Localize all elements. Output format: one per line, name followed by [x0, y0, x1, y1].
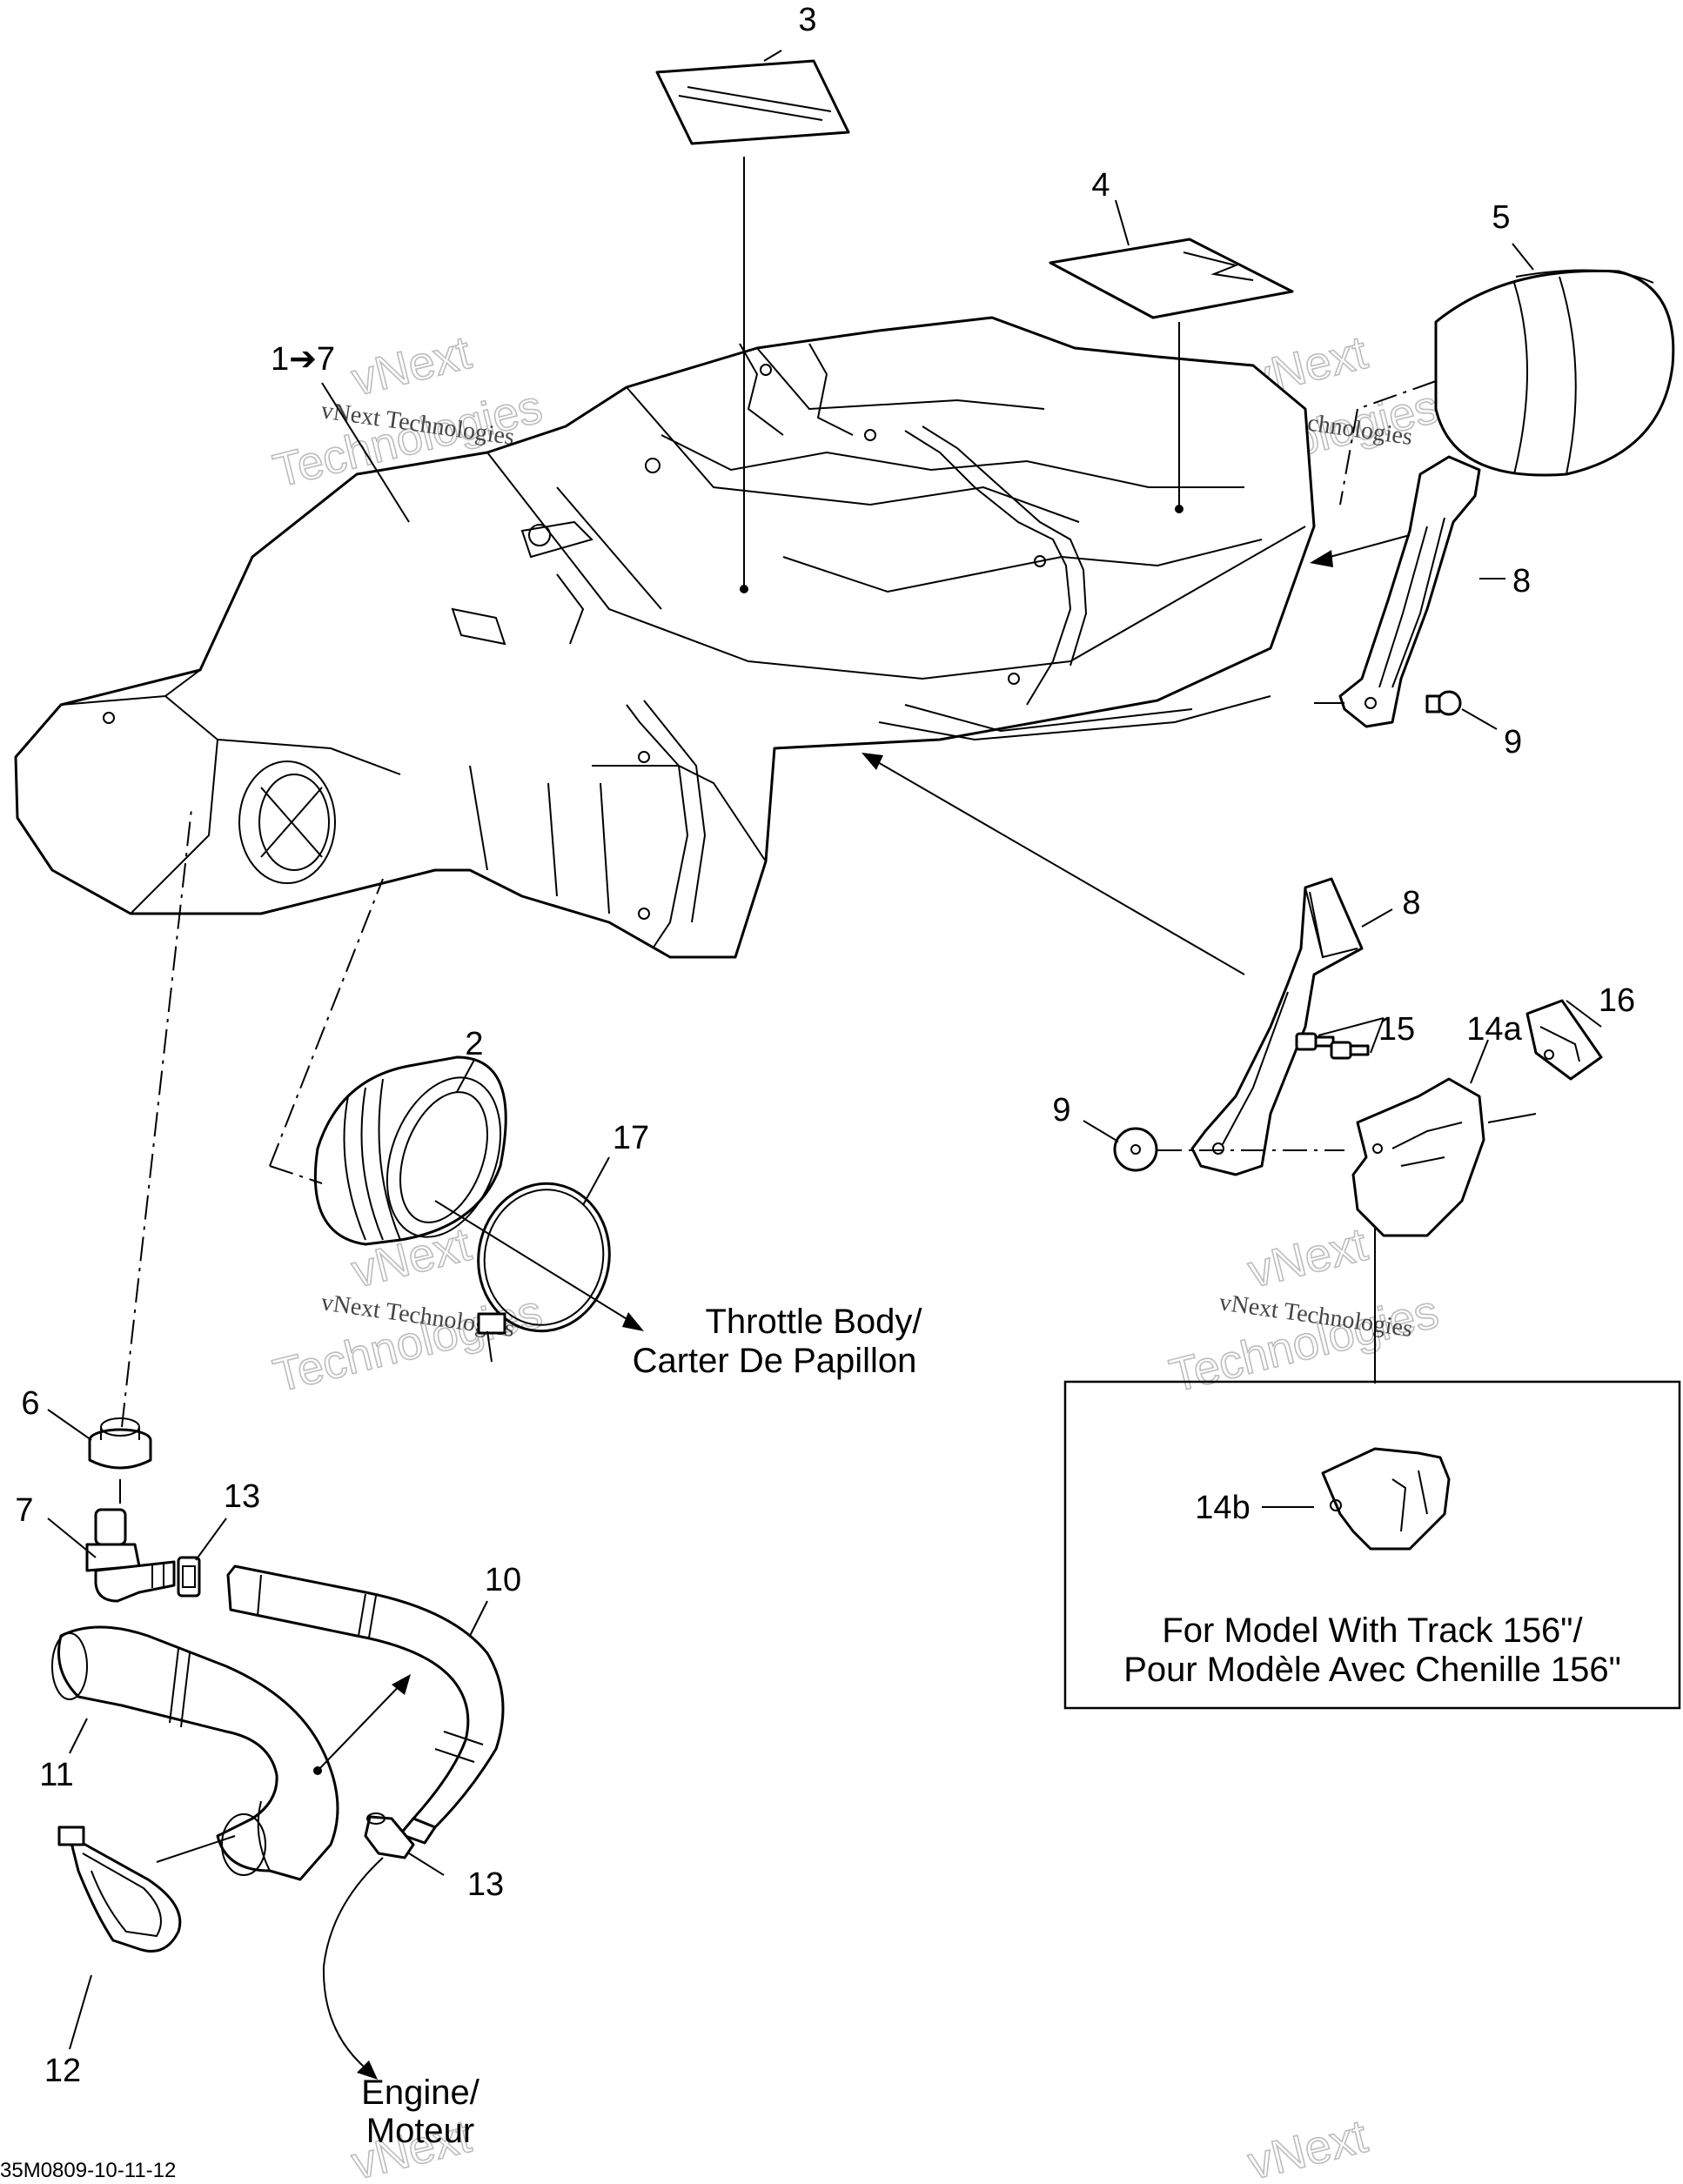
throttle-body-note-line1: Throttle Body/ [705, 1303, 922, 1341]
part-5-air-filter [1434, 269, 1675, 477]
watermark-bottom: vNext vNext [346, 2109, 1373, 2184]
part-14a-bracket [1351, 1077, 1485, 1237]
part-11-hose [51, 1625, 339, 1881]
watermark-big-text: vNext [346, 326, 475, 406]
part-13-clamp-lower [364, 1812, 415, 1859]
callout-16: 16 [1599, 982, 1635, 1019]
part-17-clamp [477, 1182, 611, 1363]
callout-5: 5 [1492, 199, 1510, 236]
part-2-adaptor [313, 1055, 507, 1246]
part-16-clip [1525, 999, 1603, 1081]
callout-9-upper: 9 [1504, 724, 1522, 760]
callout-7: 7 [15, 1492, 33, 1529]
callout-8-lower: 8 [1402, 885, 1420, 921]
part-6-grommet [88, 1417, 152, 1470]
callout-10: 10 [485, 1562, 521, 1598]
leader-lines [47, 50, 1602, 2080]
destination-notes: Throttle Body/ Carter De Papillon Engine… [361, 1303, 1621, 2150]
part-15-screws [1295, 1032, 1370, 1060]
part-13-clamp-upper [177, 1556, 201, 1598]
callout-14a: 14a [1466, 1011, 1522, 1048]
part-10-hose [226, 1564, 505, 1845]
part-8-bracket-lower [1190, 877, 1364, 1176]
model-note-line1: For Model With Track 156"/ [1162, 1611, 1583, 1650]
part-12-strap [57, 1826, 182, 1953]
watermark-mid-right: vNext Technologies vNext Technologies [1164, 1217, 1445, 1403]
callout-17: 17 [613, 1120, 649, 1156]
drawing-code: 35M0809-10-11-12 [0, 2159, 176, 2182]
callout-12: 12 [44, 2053, 81, 2089]
part-4-decal [1049, 238, 1294, 319]
engine-note-line1: Engine/ [361, 2073, 480, 2112]
watermark-big-text: vNext [1243, 2110, 1371, 2184]
callout-4: 4 [1091, 167, 1110, 204]
callout-14b: 14b [1195, 1490, 1250, 1526]
callout-13-upper: 13 [224, 1478, 260, 1515]
part-9-washer-lower [1113, 1127, 1158, 1172]
callout-15: 15 [1378, 1011, 1415, 1048]
watermark-big-text: vNext [1243, 1218, 1371, 1298]
part-7-elbow [85, 1508, 176, 1603]
part-3-decal [655, 59, 850, 145]
part-1-7-air-silencer [14, 316, 1316, 959]
part-8-bracket-upper [1338, 455, 1481, 728]
callout-6: 6 [21, 1385, 39, 1422]
callout-2: 2 [465, 1026, 483, 1062]
part-9-nut-upper [1425, 690, 1462, 716]
callout-11: 11 [39, 1757, 73, 1793]
callout-3: 3 [798, 2, 816, 38]
callout-8-upper: 8 [1512, 563, 1531, 600]
engine-note-line2: Moteur [366, 2112, 475, 2150]
callout-labels: 3 4 5 1➔7 8 9 8 9 15 14a 16 14b 2 17 6 7… [15, 2, 1635, 2089]
model-note-line2: Pour Modèle Avec Chenille 156" [1123, 1651, 1621, 1689]
callout-9-lower: 9 [1052, 1092, 1070, 1129]
part-14b-bracket [1321, 1447, 1451, 1551]
callout-1-7: 1➔7 [271, 341, 335, 378]
model-variant-box [1063, 1380, 1681, 1710]
callout-13-lower: 13 [467, 1866, 504, 1903]
throttle-body-note-line2: Carter De Papillon [633, 1342, 917, 1380]
